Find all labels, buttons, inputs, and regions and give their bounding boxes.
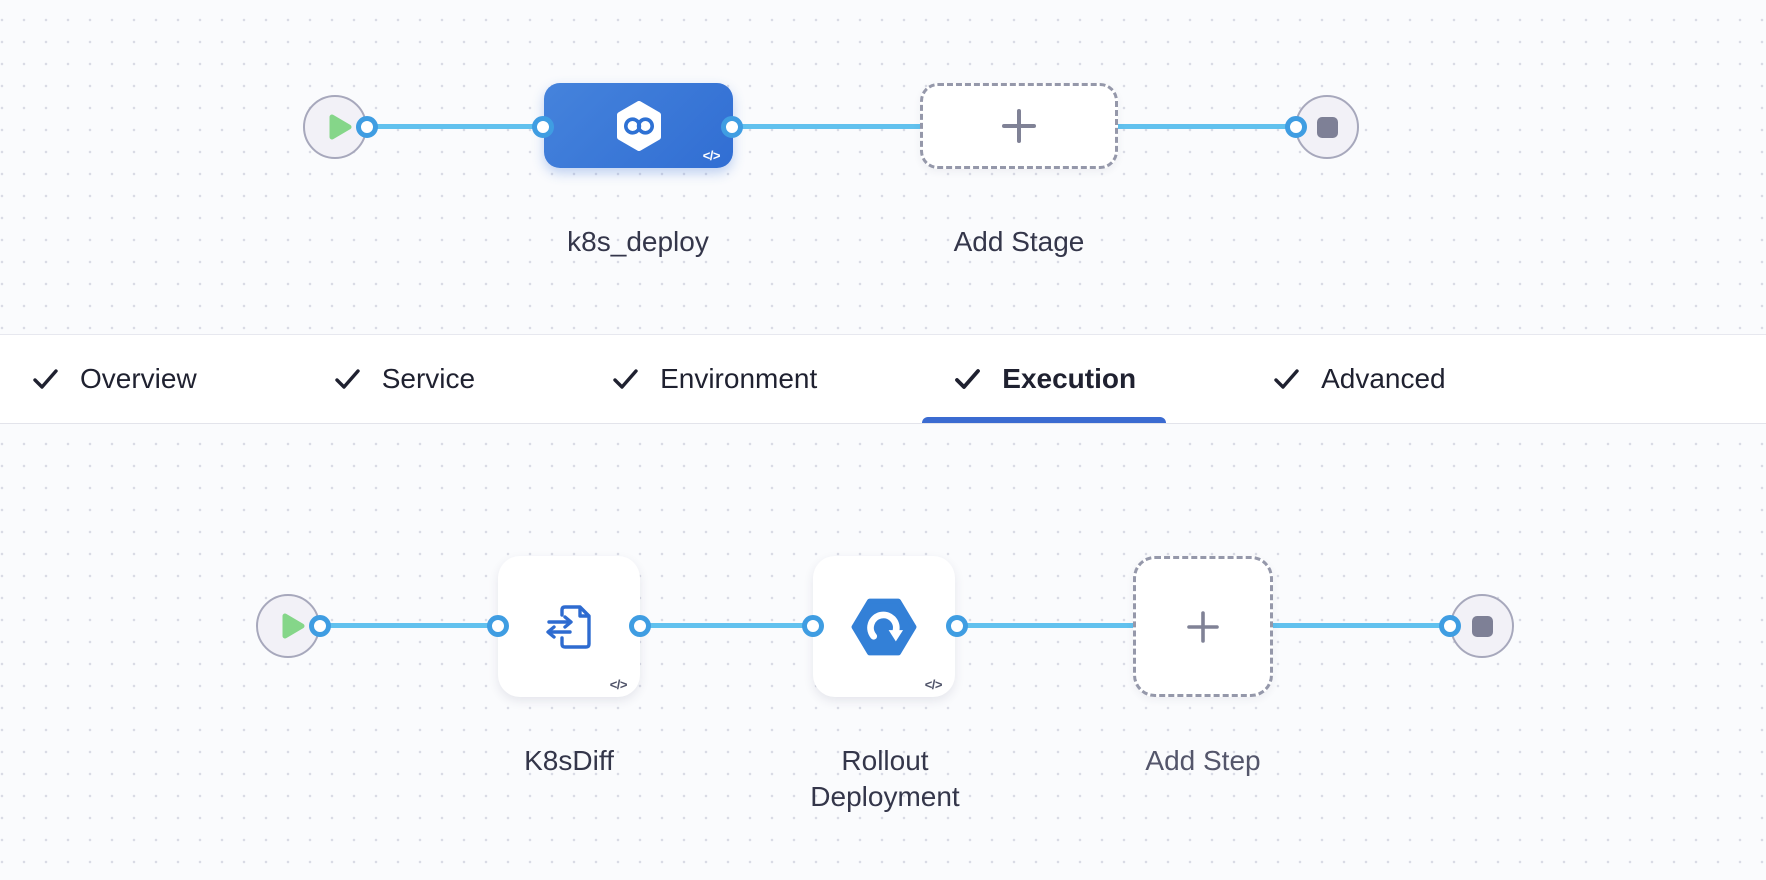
stage-code-toggle[interactable]: </> xyxy=(702,148,721,163)
step-name-label: K8sDiff xyxy=(524,745,614,776)
tab-label: Execution xyxy=(1002,363,1137,394)
stop-icon xyxy=(1316,116,1338,138)
step-node-k8sdiff[interactable]: </> xyxy=(498,556,640,697)
execution-end-button[interactable] xyxy=(1450,594,1514,658)
port-end-in[interactable] xyxy=(1285,116,1307,138)
stage-config-tabbar: Overview Service Environment Execution A… xyxy=(0,334,1766,424)
check-icon xyxy=(955,369,981,389)
k8s-diff-document-arrows-icon xyxy=(546,604,591,649)
port-end-in[interactable] xyxy=(1439,615,1461,637)
stage-pipeline-canvas: </> k8s_deploy Add Stage xyxy=(0,0,1766,334)
check-icon xyxy=(335,369,360,389)
tab-environment[interactable]: Environment xyxy=(580,335,847,423)
tab-label: Service xyxy=(381,363,476,394)
tab-label: Advanced xyxy=(1321,363,1446,394)
stop-icon xyxy=(1471,615,1493,637)
add-step-label: Add Step xyxy=(1145,745,1261,776)
tab-overview[interactable]: Overview xyxy=(0,335,227,423)
port-k8sdiff-in[interactable] xyxy=(487,615,509,637)
stage-connector-line xyxy=(367,124,1296,129)
tab-execution[interactable]: Execution xyxy=(922,335,1167,423)
check-icon xyxy=(613,369,638,389)
check-icon xyxy=(33,369,58,389)
plus-icon xyxy=(1002,109,1036,143)
port-stage-in[interactable] xyxy=(532,116,554,138)
play-icon xyxy=(329,114,351,140)
play-icon xyxy=(282,613,304,639)
active-tab-underline xyxy=(922,417,1167,423)
tab-service[interactable]: Service xyxy=(302,335,505,423)
plus-icon xyxy=(1187,610,1219,643)
tab-label: Environment xyxy=(660,363,818,394)
execution-steps-canvas: </> </> K8sDiff Rollout Deployment Add S… xyxy=(0,424,1766,880)
tab-label: Overview xyxy=(80,363,197,394)
step-code-toggle[interactable]: </> xyxy=(609,677,628,692)
port-start-out[interactable] xyxy=(309,615,331,637)
stage-name-label: k8s_deploy xyxy=(567,226,709,257)
step-code-toggle[interactable]: </> xyxy=(924,677,943,692)
port-start-out[interactable] xyxy=(356,116,378,138)
harness-infinity-hexagon-icon xyxy=(616,100,661,151)
stage-node-k8s-deploy[interactable]: </> xyxy=(544,83,733,168)
port-rollout-in[interactable] xyxy=(802,615,824,637)
tab-advanced[interactable]: Advanced xyxy=(1241,335,1476,423)
port-k8sdiff-out[interactable] xyxy=(629,615,651,637)
rollout-hexagon-refresh-icon xyxy=(851,598,917,655)
add-stage-label: Add Stage xyxy=(953,226,1085,257)
add-step-button[interactable] xyxy=(1133,556,1273,697)
step-name-label: Rollout Deployment xyxy=(810,745,960,812)
port-stage-out[interactable] xyxy=(721,116,743,138)
check-icon xyxy=(1274,369,1299,389)
pipeline-end-button[interactable] xyxy=(1295,95,1359,159)
port-rollout-out[interactable] xyxy=(946,615,968,637)
step-node-rollout-deployment[interactable]: </> xyxy=(813,556,955,697)
execution-start-button[interactable] xyxy=(256,594,320,658)
add-stage-button[interactable] xyxy=(920,83,1118,169)
